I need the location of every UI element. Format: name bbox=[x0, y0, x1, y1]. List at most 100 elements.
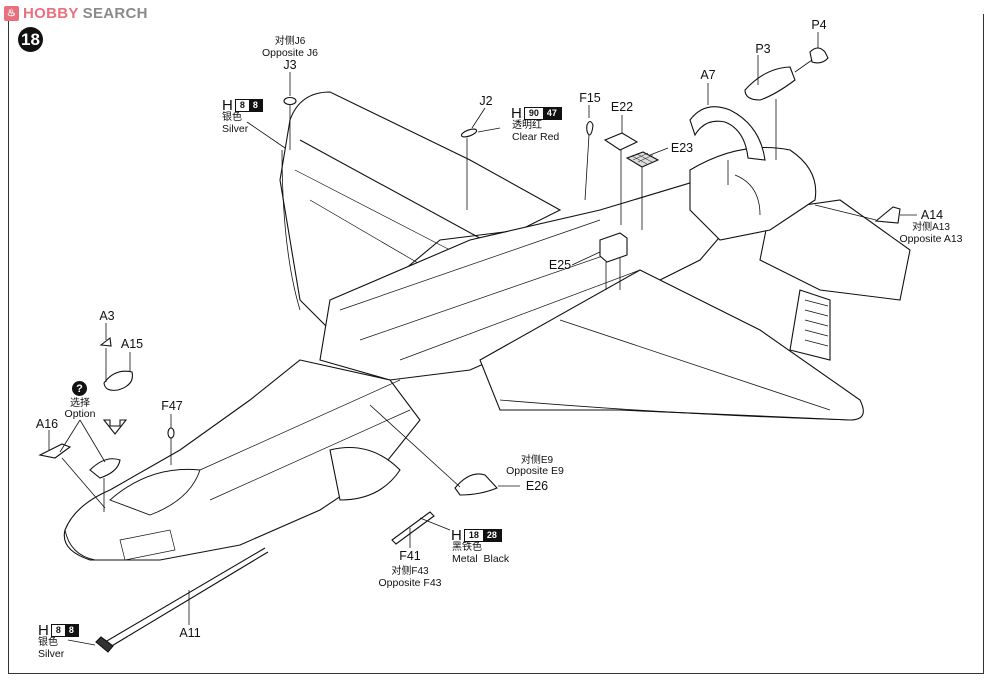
part-label-p3: P3 bbox=[755, 42, 771, 56]
center-section bbox=[319, 179, 762, 381]
option-label-en: Option bbox=[64, 408, 96, 420]
nose-gear-bay bbox=[119, 529, 176, 561]
paint-name-cn: 透明红 bbox=[512, 120, 542, 131]
part-label-a11: A11 bbox=[179, 626, 201, 640]
left-wing-spar bbox=[294, 169, 451, 271]
page-frame bbox=[8, 14, 984, 674]
part-label-e26: E26 bbox=[525, 479, 549, 493]
paint-prefix: H bbox=[222, 97, 233, 114]
j3-opposite-en: Opposite J6 bbox=[261, 47, 319, 59]
intake bbox=[329, 446, 401, 501]
bay-rail bbox=[339, 219, 641, 361]
f41-opposite-cn: 对侧F43 bbox=[391, 566, 429, 577]
right-wing-fold-line bbox=[559, 319, 831, 411]
part-a3 bbox=[99, 336, 112, 347]
option-label-cn: 选择 bbox=[70, 398, 90, 409]
part-j3 bbox=[283, 96, 297, 106]
part-label-j3: J3 bbox=[283, 58, 297, 72]
paint-code-1: 90 bbox=[524, 108, 543, 119]
part-e23 bbox=[625, 151, 660, 168]
paint-code-2: 28 bbox=[482, 530, 501, 541]
j3-opposite-cn: 对侧J6 bbox=[274, 36, 306, 47]
paint-prefix: H bbox=[511, 105, 522, 122]
part-a7 bbox=[689, 106, 766, 161]
part-label-e23: E23 bbox=[670, 141, 694, 155]
paint-prefix: H bbox=[38, 622, 49, 639]
fuselage-spine bbox=[199, 379, 411, 501]
part-a11-tip bbox=[95, 636, 114, 653]
watermark-brand-primary: HOBBY bbox=[23, 4, 79, 22]
leader-lines bbox=[48, 32, 917, 646]
part-f47 bbox=[167, 427, 175, 439]
left-wing-leading-edge bbox=[281, 149, 301, 311]
part-label-f15: F15 bbox=[579, 91, 601, 105]
part-f41 bbox=[391, 511, 435, 545]
part-label-e22: E22 bbox=[610, 100, 634, 114]
paint-name-cn: 银色 bbox=[222, 112, 242, 123]
paint-code-1: 18 bbox=[464, 530, 483, 541]
part-label-e25: E25 bbox=[548, 258, 572, 272]
horizontal-stabilizer bbox=[759, 199, 911, 301]
rear-fuselage bbox=[689, 146, 817, 241]
part-label-a16: A16 bbox=[35, 417, 59, 431]
part-label-a7: A7 bbox=[700, 68, 716, 82]
tail-ribs bbox=[804, 299, 829, 347]
paint-code-2: 8 bbox=[64, 625, 78, 636]
forward-fuselage bbox=[63, 359, 421, 561]
watermark-brand-secondary: SEARCH bbox=[82, 4, 148, 22]
part-a11 bbox=[99, 547, 269, 651]
part-label-f47: F47 bbox=[161, 399, 183, 413]
part-p3 bbox=[744, 66, 796, 101]
flame-icon: ♨ bbox=[4, 5, 19, 21]
a14-opposite-en: Opposite A13 bbox=[899, 233, 963, 245]
part-e23-grid bbox=[631, 152, 654, 165]
part-label-j2: J2 bbox=[479, 94, 493, 108]
paint-name-en: Silver bbox=[38, 648, 65, 660]
right-wing-trailing bbox=[499, 399, 851, 421]
part-label-a14: A14 bbox=[920, 208, 944, 222]
part-option-canopy bbox=[89, 458, 121, 479]
part-a16 bbox=[38, 443, 72, 459]
part-j2 bbox=[460, 128, 478, 138]
part-e22 bbox=[603, 132, 639, 151]
part-p4 bbox=[809, 47, 829, 64]
watermark-logo: ♨ HOBBY SEARCH bbox=[4, 4, 148, 22]
paint-code-1: 8 bbox=[51, 625, 65, 636]
paint-name-en: Silver bbox=[222, 123, 249, 135]
paint-name-en: Clear Red bbox=[512, 131, 560, 143]
part-label-a3: A3 bbox=[99, 309, 115, 323]
a14-opposite-cn: 对侧A13 bbox=[912, 222, 950, 233]
step-number-badge: 18 bbox=[18, 27, 43, 52]
paint-prefix: H bbox=[451, 527, 462, 544]
paint-code-2: 47 bbox=[542, 108, 561, 119]
part-f15 bbox=[586, 120, 594, 136]
e26-opposite-en: Opposite E9 bbox=[506, 465, 564, 477]
engine-ring bbox=[734, 174, 761, 216]
paint-name-cn: 银色 bbox=[38, 637, 58, 648]
canopy bbox=[109, 468, 201, 516]
part-label-a15: A15 bbox=[120, 337, 144, 351]
part-a14 bbox=[874, 206, 901, 224]
part-a15 bbox=[103, 370, 133, 391]
part-e26 bbox=[454, 473, 498, 496]
nose-cone bbox=[64, 529, 96, 561]
question-mark-icon: ? bbox=[72, 381, 87, 396]
paint-code-2: 8 bbox=[248, 100, 262, 111]
part-label-p4: P4 bbox=[811, 18, 827, 32]
paint-code-1: 8 bbox=[235, 100, 249, 111]
paint-name-en: Metal Black bbox=[452, 553, 510, 565]
part-label-f41: F41 bbox=[399, 549, 421, 563]
paint-name-cn: 黑铁色 bbox=[452, 542, 482, 553]
down-arrow-icon bbox=[102, 419, 128, 435]
part-e25 bbox=[599, 232, 628, 263]
right-wing bbox=[479, 269, 864, 421]
